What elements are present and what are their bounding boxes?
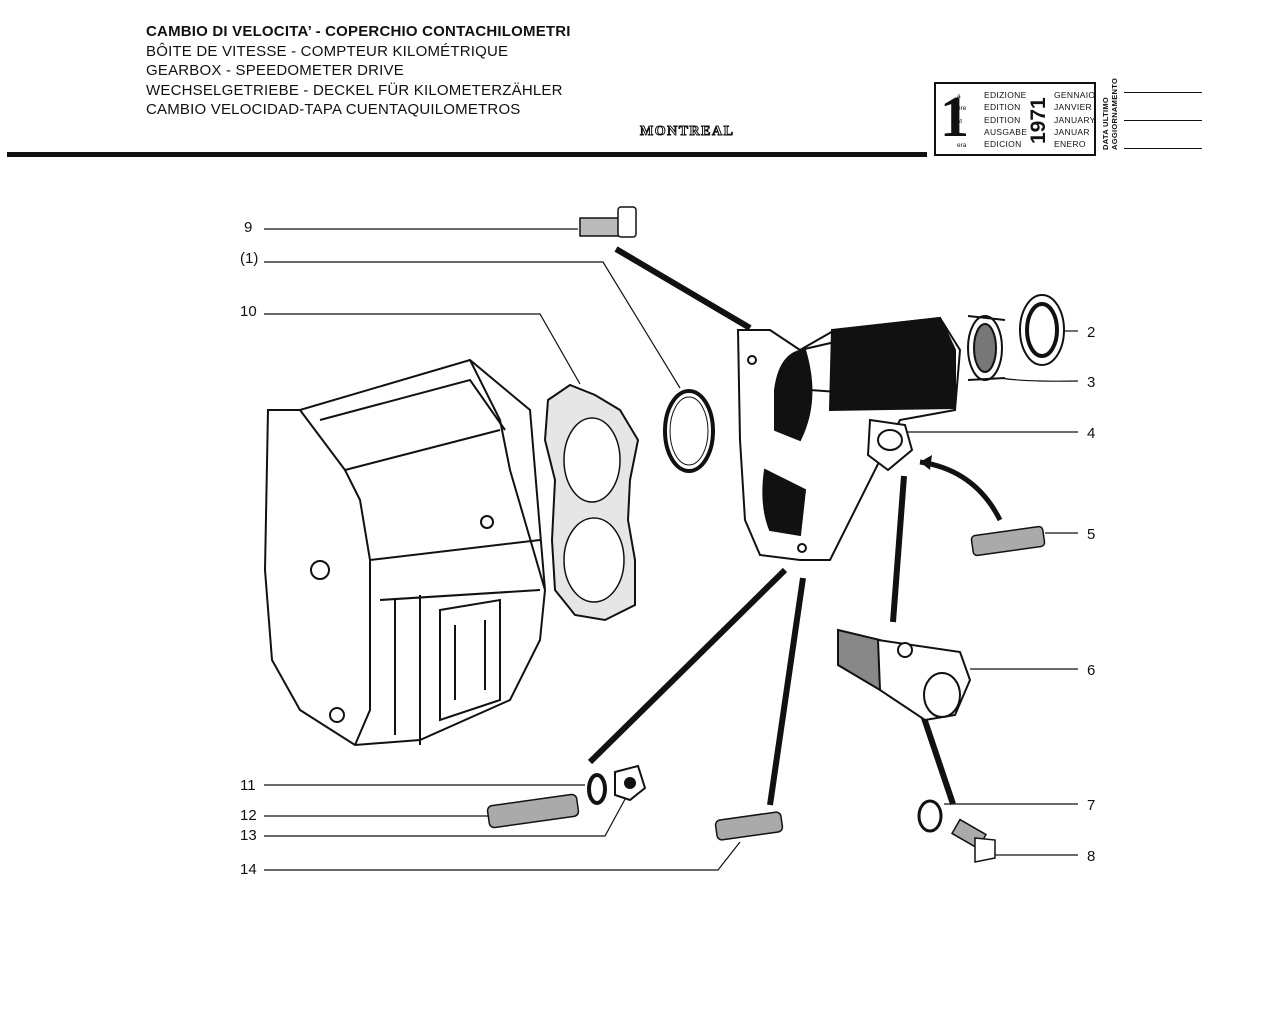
callout-6: 6: [1087, 662, 1095, 679]
needle-bearing-3: [967, 315, 1006, 381]
callout-2: 2: [1087, 324, 1095, 341]
washer-11: [587, 773, 607, 805]
callout-ref-1: (1): [240, 250, 258, 267]
title-italian: CAMBIO DI VELOCITA’ - COPERCHIO CONTACHI…: [146, 23, 571, 40]
screw-9: [579, 206, 637, 238]
gearbox-casing: [263, 358, 547, 747]
callout-13: 13: [240, 827, 257, 844]
callout-7: 7: [1087, 797, 1095, 814]
title-french: BÔITE DE VITESSE - COMPTEUR KILOMÉTRIQUE: [146, 42, 509, 60]
header-rule: [7, 152, 927, 157]
speedometer-cover-4: [736, 316, 962, 561]
stud-14: [714, 811, 784, 841]
title-spanish: CAMBIO VELOCIDAD-TAPA CUENTAQUILOMETROS: [146, 101, 521, 118]
update-line-2: [1124, 120, 1202, 121]
title-block: CAMBIO DI VELOCITA’ - COPERCHIO CONTACHI…: [146, 22, 571, 120]
callout-11: 11: [240, 777, 256, 794]
callout-5: 5: [1087, 526, 1095, 543]
callout-10: 10: [240, 303, 257, 320]
o-ring-1: [663, 389, 715, 473]
edition-labels: EDIZIONE EDITION EDITION AUSGABE EDICION: [984, 90, 1028, 150]
callout-3: 3: [1087, 374, 1095, 391]
nut-13: [614, 764, 647, 802]
edition-months: GENNAIO JANVIER JANUARY JANUAR ENERO: [1054, 90, 1096, 150]
callout-12: 12: [240, 807, 257, 824]
callout-4: 4: [1087, 425, 1095, 442]
model-logo: MONTREAL: [639, 124, 735, 140]
update-line-3: [1124, 148, 1202, 149]
callout-9: 9: [244, 219, 252, 236]
speedometer-drive-6: [837, 628, 972, 722]
callout-8: 8: [1087, 848, 1095, 865]
edition-number: 1: [940, 84, 969, 149]
washer-7: [917, 799, 943, 833]
oil-seal-2: [1019, 294, 1065, 366]
stud-12: [486, 793, 580, 829]
edition-suffixes: a ère st . era: [957, 93, 967, 150]
callout-14: 14: [240, 861, 257, 878]
title-german: WECHSELGETRIEBE - DECKEL FÜR KILOMETERZÄ…: [146, 81, 563, 99]
edition-box: 1 a ère st . era EDIZIONE EDITION EDITIO…: [934, 82, 1096, 156]
update-line-1: [1124, 92, 1202, 93]
title-english: GEARBOX - SPEEDOMETER DRIVE: [146, 62, 404, 79]
stud-5: [970, 525, 1046, 557]
gasket-10: [543, 383, 640, 622]
screw-8: [950, 818, 996, 863]
